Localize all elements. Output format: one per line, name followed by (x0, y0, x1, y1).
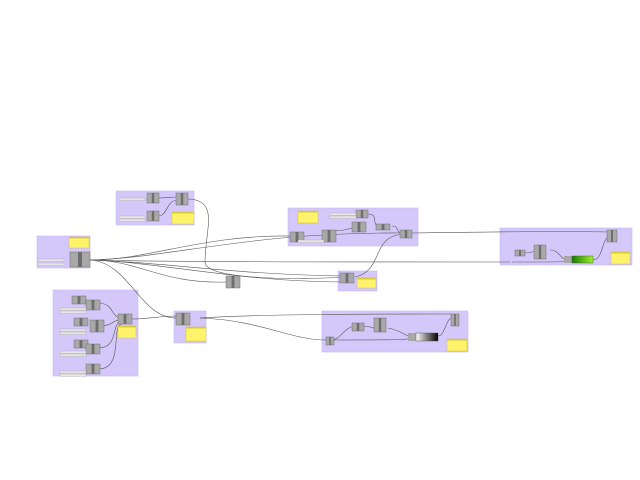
text-panel[interactable] (117, 325, 137, 339)
component-group[interactable] (321, 310, 469, 353)
number-slider[interactable] (59, 370, 87, 374)
text-panel[interactable] (185, 326, 207, 342)
component-node-label (123, 314, 127, 324)
component-node-label (611, 230, 613, 242)
wire (333, 227, 353, 232)
number-slider[interactable] (118, 197, 146, 201)
text-panel-header (118, 326, 136, 328)
gradient-node-inputs (408, 333, 416, 341)
wire (89, 259, 346, 277)
gradient-control-gray[interactable] (415, 332, 439, 342)
component-node-label (181, 313, 185, 325)
component-node-label (327, 230, 331, 242)
component-node-label (79, 318, 83, 326)
component-node-label (381, 224, 385, 230)
component-node-label (151, 193, 155, 203)
text-panel[interactable] (171, 211, 195, 225)
text-panel-header (186, 327, 206, 329)
component-node-label (329, 337, 331, 345)
component-node-label (404, 230, 408, 238)
wire (131, 315, 177, 320)
number-slider[interactable] (59, 307, 87, 311)
wire (89, 259, 346, 283)
number-slider[interactable] (59, 331, 87, 335)
component-node-label (91, 300, 95, 310)
number-slider[interactable] (59, 310, 87, 314)
text-panel[interactable] (297, 210, 319, 224)
wire (89, 232, 401, 261)
gradient-control-green[interactable] (571, 255, 594, 264)
text-panel-header (611, 252, 630, 254)
component-node-label (180, 193, 184, 205)
number-slider[interactable] (329, 215, 357, 219)
component-node-label (519, 250, 521, 256)
number-slider[interactable] (37, 262, 65, 266)
component-node-label (295, 232, 299, 242)
component-node-label (345, 273, 349, 283)
wire (157, 199, 179, 217)
text-panel-header (447, 339, 467, 341)
text-panel[interactable] (68, 236, 90, 249)
number-slider[interactable] (118, 218, 146, 222)
wire (199, 313, 453, 319)
component-node-label (151, 211, 155, 221)
number-slider[interactable] (329, 212, 357, 216)
wire (437, 317, 453, 337)
number-slider[interactable] (118, 215, 146, 219)
component-node-label (378, 318, 382, 332)
component-node-label (360, 210, 364, 218)
wire (199, 317, 327, 341)
wire (97, 323, 123, 370)
component-node-label (91, 344, 95, 354)
text-panel[interactable] (610, 251, 631, 265)
number-slider[interactable] (37, 258, 65, 262)
component-node-label (79, 340, 83, 348)
component-node-label (357, 222, 361, 232)
wire (354, 233, 406, 278)
text-panel-header (298, 211, 318, 213)
number-slider[interactable] (59, 353, 87, 357)
number-slider[interactable] (59, 373, 87, 377)
component-node-label (231, 276, 235, 288)
wire (411, 231, 613, 234)
component-node-label (454, 314, 456, 326)
component-node-label (538, 245, 542, 259)
text-panel[interactable] (446, 338, 468, 352)
component-node-label (78, 252, 82, 267)
text-panel-header (172, 212, 194, 214)
gradient-node-inputs (564, 256, 572, 263)
number-slider[interactable] (297, 239, 325, 243)
wire (89, 235, 291, 261)
number-slider[interactable] (59, 328, 87, 332)
number-slider[interactable] (59, 350, 87, 354)
component-node-label (77, 296, 81, 304)
component-node-label (95, 320, 99, 332)
text-panel-header (357, 278, 376, 280)
wire (89, 259, 511, 263)
text-panel-header (69, 237, 89, 239)
wire (89, 259, 227, 283)
component-node-label (91, 364, 95, 374)
component-node-label (356, 323, 360, 331)
